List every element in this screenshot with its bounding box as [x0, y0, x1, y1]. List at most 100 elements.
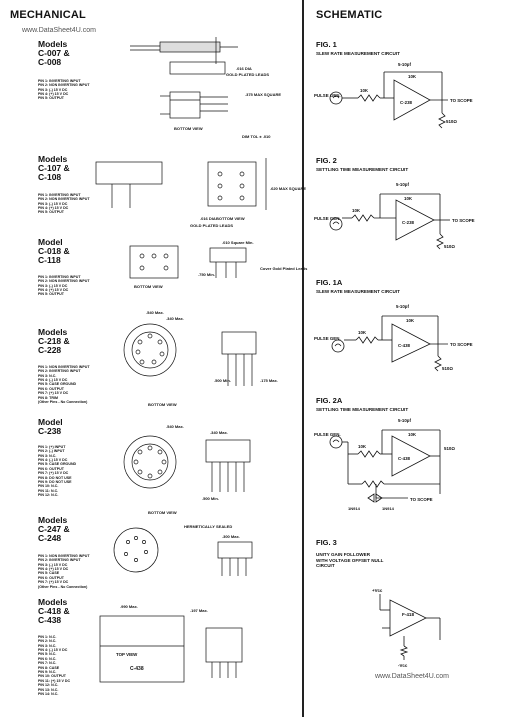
fig3-label: FIG. 3	[316, 538, 337, 547]
note-300-max: .300 Max.	[222, 534, 240, 539]
note-hermetically-sealed: HERMETICALLY SEALED	[184, 524, 232, 529]
note-340-max-2: .340 Max.	[210, 430, 228, 435]
fig3-circuit: +Vcc F-418 -Vcc	[372, 588, 441, 668]
fig1-cap: 5-10pf	[398, 62, 411, 67]
note-016-dia-2: .016 DIA	[200, 216, 216, 221]
fig2a-diode2: 1N914	[382, 506, 395, 511]
note-175-max: .175 Max.	[260, 378, 278, 383]
schematic-title: SCHEMATIC	[316, 9, 383, 21]
note-750-min: .750 Min.	[198, 272, 215, 277]
note-500-min: .500 Min.	[214, 378, 231, 383]
fig2-label: FIG. 2	[316, 156, 337, 165]
fig2-rl: 510Ω	[444, 244, 455, 249]
fig2-r1: 10K	[352, 208, 361, 213]
fig1-r1: 10K	[360, 88, 369, 93]
fig3-part: F-418	[402, 612, 414, 617]
fig2-caption: SETTLING TIME MEASUREMENT CIRCUIT	[316, 167, 409, 172]
fig2a-circuit: 5-10pf 10K 10K PULSE GEN. C-438 TO SCOPE…	[314, 418, 455, 511]
fig3-pos: +Vcc	[372, 588, 383, 593]
fig1a-caption: SLEW RATE MEASUREMENT CIRCUIT	[316, 289, 400, 294]
fig1-part: C-238	[400, 100, 413, 105]
fig2a-label: FIG. 2A	[316, 396, 343, 405]
fig1-output: TO SCOPE	[450, 98, 473, 103]
note-990-max: .990 Max.	[120, 604, 138, 609]
fig2-circuit: 5-10pf 10K 10K PULSE GEN. C-238 TO SCOPE…	[314, 182, 475, 250]
drawing-c007: .016 DIA GOLD PLATED LEADS .375 MAX SQUA…	[130, 37, 281, 139]
fig1-input: PULSE GEN.	[314, 93, 341, 98]
note-540-max: .540 Max.	[146, 310, 164, 315]
fig2-input: PULSE GEN.	[314, 216, 341, 221]
fig2a-r1: 10K	[358, 444, 367, 449]
note-bottom-view-1: BOTTOM VIEW	[174, 126, 203, 131]
fig2a-input: PULSE GEN.	[314, 432, 341, 437]
mechanical-title: MECHANICAL	[10, 9, 86, 21]
note-197-max: .197 Max.	[190, 608, 208, 613]
note-bottom-view-2: BOTTOM VIEW	[216, 216, 245, 221]
fig2-part: C-238	[402, 220, 415, 225]
drawing-c018: BOTTOM VIEW .750 Min. .010 Square Min. C…	[129, 240, 308, 289]
note-gold-leads-2: GOLD PLATED LEADS	[190, 223, 233, 228]
fig1a-r2: 10K	[406, 318, 415, 323]
drawing-c238: BOTTOM VIEW .540 Max. .340 Max. .500 Min…	[123, 424, 251, 515]
note-010-square: .010 Square Min.	[222, 240, 254, 245]
note-c438-label: C-438	[130, 666, 144, 672]
fig2a-r2: 10K	[408, 432, 417, 437]
fig3-caption: UNITY GAIN FOLLOWER WITH VOLTAGE OFFSET …	[316, 552, 384, 568]
fig1a-output: TO SCOPE	[450, 342, 473, 347]
watermark-bottom[interactable]: www.DataSheet4U.com	[375, 673, 449, 680]
fig2-r2: 10K	[404, 196, 413, 201]
fig2a-part: C-438	[398, 456, 411, 461]
fig2a-output: TO SCOPE	[410, 497, 433, 502]
note-375-square: .375 MAX SQUARE	[245, 92, 281, 97]
note-540-max-2: .540 Max.	[166, 424, 184, 429]
note-gold-leads-1: GOLD PLATED LEADS	[226, 72, 269, 77]
fig2a-caption: SETTLING TIME MEASUREMENT CIRCUIT	[316, 407, 409, 412]
fig1a-part: C-438	[398, 343, 411, 348]
fig1-caption: SLEW RATE MEASUREMENT CIRCUIT	[316, 51, 400, 56]
note-bottom-view-5: BOTTOM VIEW	[148, 510, 177, 515]
fig2-output: TO SCOPE	[452, 218, 475, 223]
drawing-c418: TOP VIEW C-438 .990 Max. .197 Max.	[99, 604, 243, 683]
note-016-dia-1: .016 DIA	[236, 66, 252, 71]
column-divider	[302, 0, 304, 717]
fig1a-cap: 5-10pf	[396, 304, 409, 309]
fig1-r2: 10K	[408, 74, 417, 79]
note-bottom-view-4: BOTTOM VIEW	[148, 402, 177, 407]
note-340-max: .340 Max.	[166, 316, 184, 321]
note-620-square: .620 MAX SQUARE	[270, 186, 306, 191]
fig1-rl: 510Ω	[446, 119, 457, 124]
fig2-cap: 5-10pf	[396, 182, 409, 187]
fig1a-rl: 510Ω	[442, 366, 453, 371]
note-cover-gold: Cover Gold Plated Leads	[260, 266, 308, 271]
fig1-label: FIG. 1	[316, 40, 337, 49]
fig2a-diode1: 1N914	[348, 506, 361, 511]
note-bottom-view-3: BOTTOM VIEW	[134, 284, 163, 289]
drawing-c107: .016 DIA GOLD PLATED LEADS BOTTOM VIEW .…	[95, 158, 306, 228]
watermark-top[interactable]: www.DataSheet4U.com	[22, 27, 96, 34]
fig3-neg: -Vcc	[398, 663, 408, 668]
fig1a-circuit: 5-10pf 10K 10K PULSE GEN. C-438 TO SCOPE…	[314, 304, 473, 372]
fig1a-label: FIG. 1A	[316, 278, 343, 287]
note-500-min-2: .500 Min.	[202, 496, 219, 501]
pin-list-c418: PIN 1: N.C.PIN 2: N.C.PIN 3: N.C.PIN 4: …	[38, 634, 71, 697]
fig1-circuit: 5-10pf 10K 10K PULSE GEN. C-238 TO SCOPE…	[314, 62, 473, 129]
drawing-c218: BOTTOM VIEW .340 Max. .540 Max. .500 Min…	[123, 310, 278, 407]
note-top-view: TOP VIEW	[116, 652, 138, 657]
fig1a-r1: 10K	[358, 330, 367, 335]
fig2a-rl: 510Ω	[444, 446, 455, 451]
fig1a-input: PULSE GEN.	[314, 336, 341, 341]
drawing-c247: HERMETICALLY SEALED .300 Max.	[113, 524, 253, 576]
note-dim-tol: DIM TOL ± .010	[242, 134, 271, 139]
